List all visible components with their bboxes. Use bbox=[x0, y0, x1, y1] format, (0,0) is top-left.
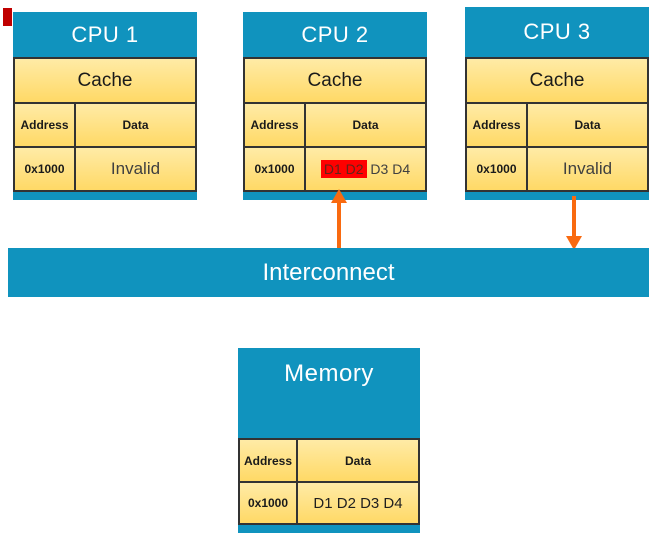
cpu3-address-value: 0x1000 bbox=[467, 148, 528, 190]
cpu3-data-row: 0x1000 Invalid bbox=[467, 146, 647, 190]
cpu3-title: CPU 3 bbox=[523, 19, 591, 44]
cpu3-cache-table: Cache Address Data 0x1000 Invalid bbox=[465, 57, 649, 192]
memory-address-value: 0x1000 bbox=[240, 483, 298, 523]
cpu1-address-header: Address bbox=[15, 104, 76, 146]
cpu2-data-rest: D3 D4 bbox=[366, 161, 411, 177]
cpu2-block: CPU 2 Cache Address Data 0x1000 D1 D2 D3… bbox=[243, 12, 427, 200]
cpu2-header-row: Address Data bbox=[245, 102, 425, 146]
cpu2-data-row: 0x1000 D1 D2 D3 D4 bbox=[245, 146, 425, 190]
cpu2-address-value: 0x1000 bbox=[245, 148, 306, 190]
memory-block: Memory Address Data 0x1000 D1 D2 D3 D4 bbox=[238, 348, 420, 533]
cpu2-cache-table: Cache Address Data 0x1000 D1 D2 D3 D4 bbox=[243, 57, 427, 192]
cpu2-title: CPU 2 bbox=[301, 21, 369, 47]
cpu3-data-header: Data bbox=[528, 104, 647, 146]
cpu2-data-highlighted: D1 D2 bbox=[320, 160, 367, 178]
arrow-cpu3-to-interconnect-icon bbox=[566, 196, 582, 250]
memory-title: Memory bbox=[284, 360, 374, 387]
memory-data-header: Data bbox=[298, 440, 418, 481]
cpu1-header-row: Address Data bbox=[15, 102, 195, 146]
cpu3-header-row: Address Data bbox=[467, 102, 647, 146]
cpu2-address-header: Address bbox=[245, 104, 306, 146]
cpu2-data-header: Data bbox=[306, 104, 425, 146]
cpu3-data-value: Invalid bbox=[528, 148, 647, 190]
cpu2-data-value: D1 D2 D3 D4 bbox=[306, 148, 425, 190]
cpu1-data-header: Data bbox=[76, 104, 195, 146]
arrow-interconnect-to-cpu2-icon bbox=[331, 189, 347, 249]
memory-bottom-strip bbox=[238, 525, 420, 533]
cpu1-block: CPU 1 Cache Address Data 0x1000 Invalid bbox=[13, 12, 197, 200]
interconnect-label: Interconnect bbox=[262, 258, 395, 286]
memory-address-header: Address bbox=[240, 440, 298, 481]
cpu2-cache-label: Cache bbox=[245, 59, 425, 102]
cpu1-bottom-strip bbox=[13, 192, 197, 200]
cpu1-cache-table: Cache Address Data 0x1000 Invalid bbox=[13, 57, 197, 192]
memory-header-row: Address Data bbox=[240, 440, 418, 481]
memory-data-value: D1 D2 D3 D4 bbox=[298, 483, 418, 523]
cpu3-cache-label: Cache bbox=[467, 59, 647, 102]
cpu1-address-value: 0x1000 bbox=[15, 148, 76, 190]
interconnect-bus: Interconnect bbox=[8, 248, 649, 297]
memory-data-row: 0x1000 D1 D2 D3 D4 bbox=[240, 481, 418, 523]
red-marker bbox=[3, 8, 12, 26]
cpu1-title: CPU 1 bbox=[71, 21, 139, 47]
cpu1-cache-label: Cache bbox=[15, 59, 195, 102]
cpu3-address-header: Address bbox=[467, 104, 528, 146]
cpu1-data-value: Invalid bbox=[76, 148, 195, 190]
cpu1-data-row: 0x1000 Invalid bbox=[15, 146, 195, 190]
cpu3-block: CPU 3 Cache Address Data 0x1000 Invalid bbox=[465, 7, 649, 200]
memory-table: Address Data 0x1000 D1 D2 D3 D4 bbox=[238, 438, 420, 525]
cpu3-bottom-strip bbox=[465, 192, 649, 200]
